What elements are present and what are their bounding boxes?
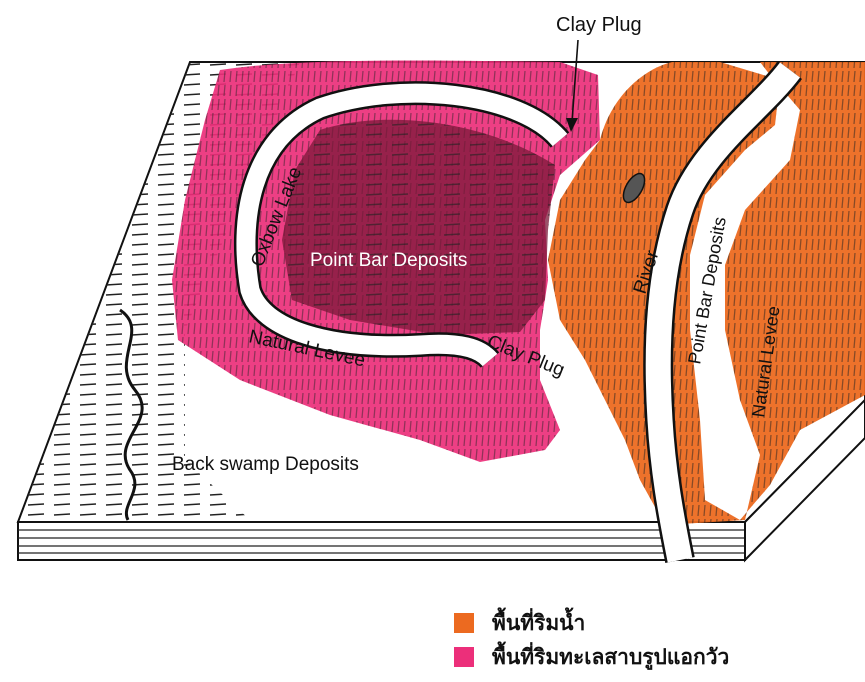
legend-item-floodplain: พื้นที่ริมน้ำ <box>454 606 729 640</box>
label-clay-plug-top: Clay Plug <box>556 14 642 36</box>
legend-item-oxbow: พื้นที่ริมทะเลสาบรูปแอกวัว <box>454 640 729 674</box>
inner-point-bar-hatch <box>282 120 555 335</box>
legend-label-floodplain: พื้นที่ริมน้ำ <box>492 607 585 640</box>
label-point-bar-left: Point Bar Deposits <box>310 250 467 271</box>
legend-label-oxbow: พื้นที่ริมทะเลสาบรูปแอกวัว <box>492 641 729 674</box>
block-front-face <box>18 522 745 560</box>
legend: พื้นที่ริมน้ำ พื้นที่ริมทะเลสาบรูปแอกวัว <box>454 606 729 674</box>
legend-swatch-floodplain <box>454 613 474 633</box>
legend-swatch-oxbow <box>454 647 474 667</box>
label-back-swamp: Back swamp Deposits <box>172 454 359 475</box>
